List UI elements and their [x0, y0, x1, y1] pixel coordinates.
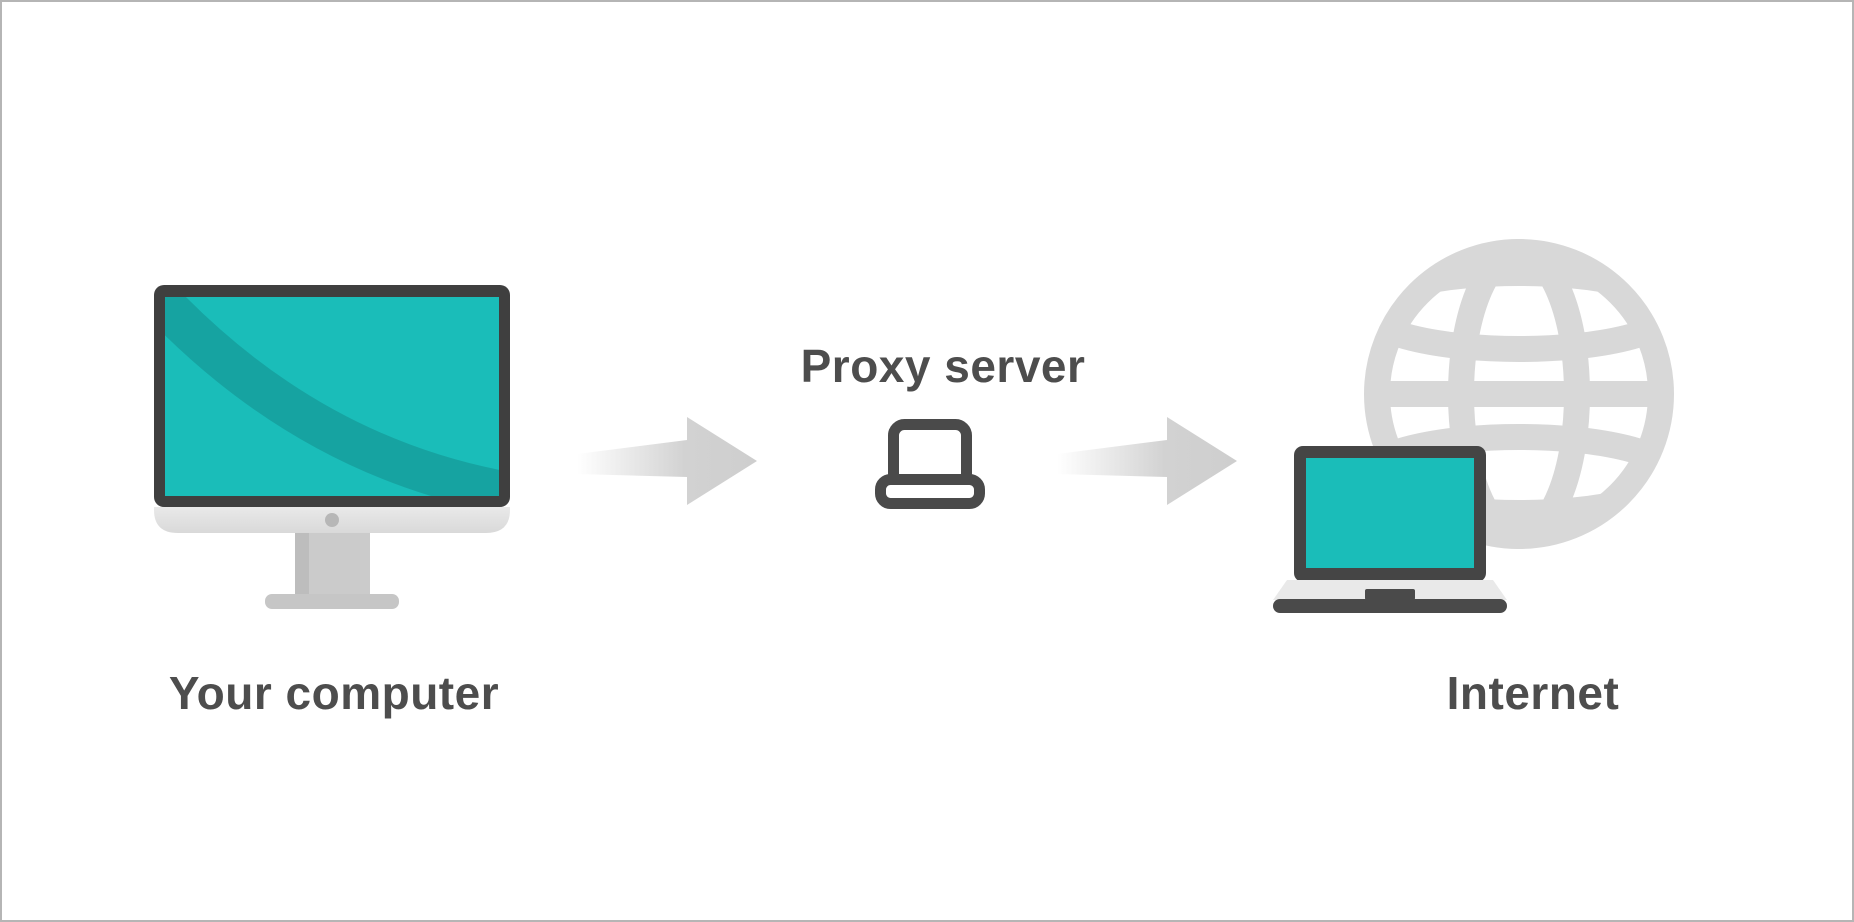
laptop-outline-icon: [875, 419, 985, 509]
desktop-monitor-icon: [154, 285, 510, 609]
laptop-hinge-notch: [1365, 589, 1415, 600]
node-label-your-computer: Your computer: [168, 667, 500, 719]
laptop-icon: [1273, 446, 1507, 613]
laptop-bottom: [1273, 599, 1507, 613]
arrow-right-icon: [1057, 417, 1237, 505]
monitor-stand-shade: [295, 533, 309, 595]
node-label-internet: Internet: [1446, 667, 1620, 719]
proxy-laptop-base: [875, 474, 985, 509]
arrow-right-icon: [577, 417, 757, 505]
globe-latitude-upper: [1368, 260, 1670, 362]
screen-swoosh: [165, 297, 499, 496]
node-label-proxy-server: Proxy server: [800, 340, 1086, 392]
arrow-shape: [1057, 417, 1237, 505]
monitor-camera-dot: [325, 513, 339, 527]
globe-icon: [1364, 239, 1674, 549]
arrow-shape: [577, 417, 757, 505]
monitor-base: [265, 594, 399, 609]
laptop-screen: [1306, 458, 1474, 568]
globe-latitude-lower: [1368, 424, 1670, 526]
